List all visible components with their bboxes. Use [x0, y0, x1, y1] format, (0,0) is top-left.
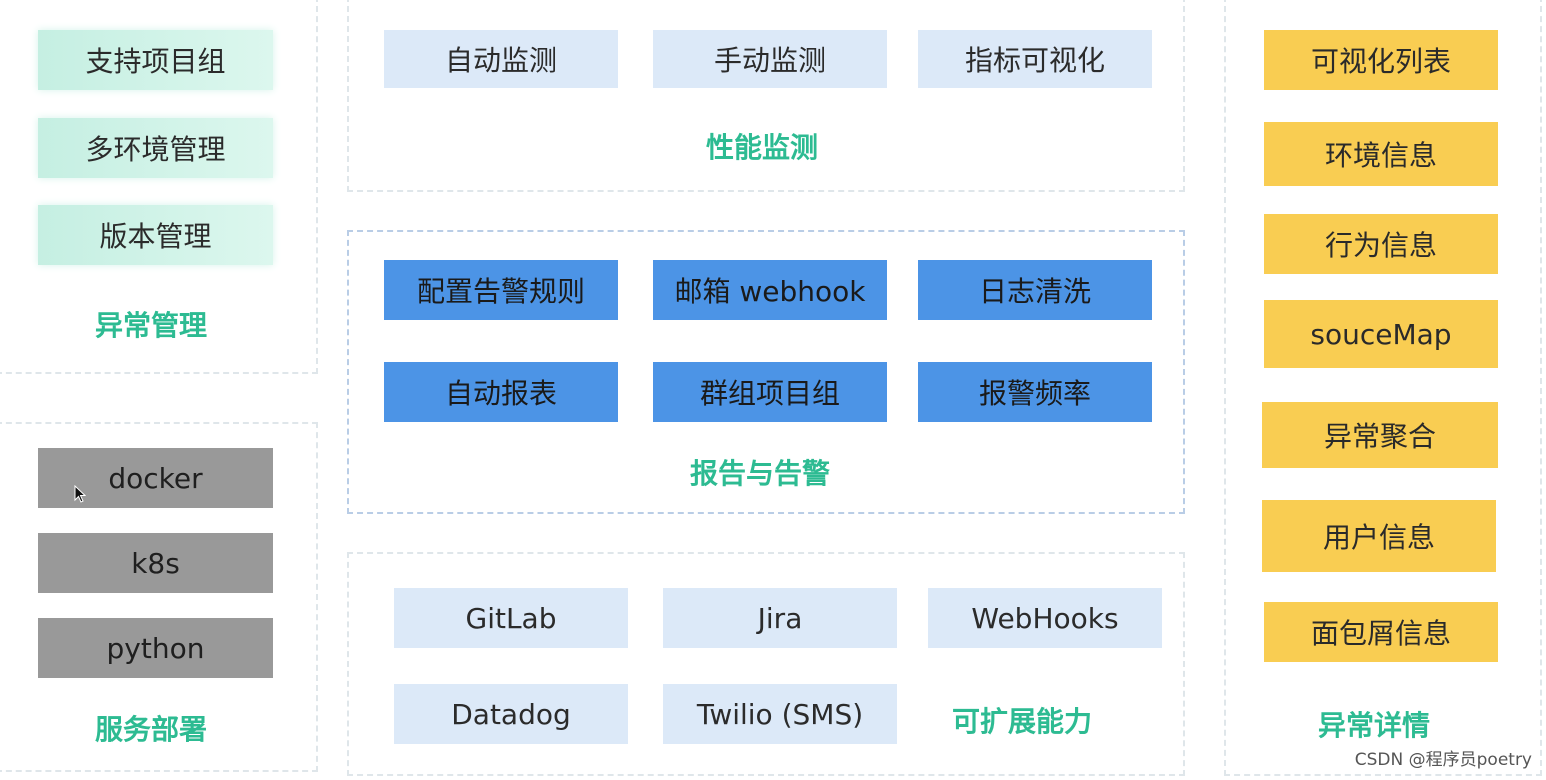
- box-alert-rules[interactable]: 配置告警规则: [384, 260, 618, 320]
- title-report-alert: 报告与告警: [690, 457, 831, 490]
- watermark-text: CSDN @程序员poetry: [1354, 750, 1532, 770]
- box-visual-list[interactable]: 可视化列表: [1264, 30, 1498, 90]
- group-exception-details: [1224, 0, 1542, 776]
- title-extensibility: 可扩展能力: [952, 705, 1093, 738]
- box-auto-monitoring[interactable]: 自动监测: [384, 30, 618, 88]
- title-performance-monitoring: 性能监测: [706, 131, 819, 164]
- box-version-management[interactable]: 版本管理: [38, 205, 273, 265]
- title-exception-details: 异常详情: [1318, 709, 1431, 742]
- box-sourcemap[interactable]: souceMap: [1264, 300, 1498, 368]
- title-service-deployment: 服务部署: [95, 713, 208, 746]
- box-env-info[interactable]: 环境信息: [1264, 122, 1498, 186]
- box-webhooks[interactable]: WebHooks: [928, 588, 1162, 648]
- group-extensibility: [347, 552, 1185, 776]
- box-twilio-sms[interactable]: Twilio (SMS): [663, 684, 897, 744]
- box-python[interactable]: python: [38, 618, 273, 678]
- group-report-alert: [347, 230, 1185, 514]
- title-exception-management: 异常管理: [95, 309, 208, 342]
- box-manual-monitoring[interactable]: 手动监测: [653, 30, 887, 88]
- box-user-info[interactable]: 用户信息: [1262, 500, 1496, 572]
- box-behavior-info[interactable]: 行为信息: [1264, 214, 1498, 274]
- box-project-group-support[interactable]: 支持项目组: [38, 30, 273, 90]
- group-exception-management: [0, 0, 318, 374]
- group-performance-monitoring: [347, 0, 1185, 192]
- box-email-webhook[interactable]: 邮箱 webhook: [653, 260, 887, 320]
- box-alert-frequency[interactable]: 报警频率: [918, 362, 1152, 422]
- box-auto-report[interactable]: 自动报表: [384, 362, 618, 422]
- box-group-project-group[interactable]: 群组项目组: [653, 362, 887, 422]
- group-service-deployment: [0, 422, 318, 772]
- box-jira[interactable]: Jira: [663, 588, 897, 648]
- box-log-cleaning[interactable]: 日志清洗: [918, 260, 1152, 320]
- box-gitlab[interactable]: GitLab: [394, 588, 628, 648]
- box-k8s[interactable]: k8s: [38, 533, 273, 593]
- box-multi-env-management[interactable]: 多环境管理: [38, 118, 273, 178]
- box-breadcrumb-info[interactable]: 面包屑信息: [1264, 602, 1498, 662]
- box-metric-visualization[interactable]: 指标可视化: [918, 30, 1152, 88]
- mouse-cursor-icon: [74, 485, 86, 503]
- box-exception-aggregation[interactable]: 异常聚合: [1262, 402, 1498, 468]
- box-datadog[interactable]: Datadog: [394, 684, 628, 744]
